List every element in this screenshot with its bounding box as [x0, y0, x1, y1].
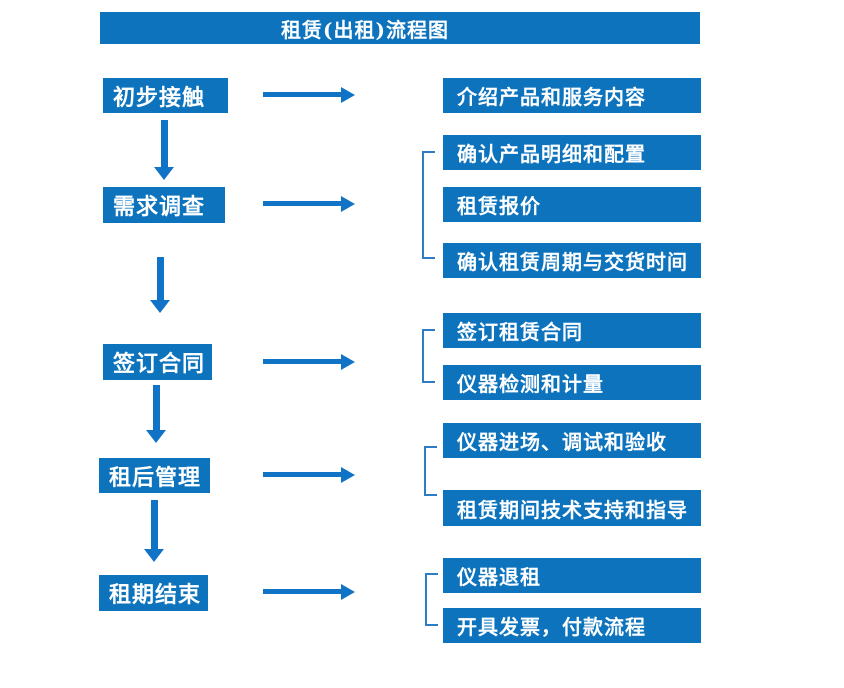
right-arrow: [263, 196, 355, 212]
stage-box-demand-survey: 需求调查: [103, 187, 225, 223]
arrow-shaft: [263, 589, 341, 594]
arrow-shaft: [161, 120, 168, 167]
arrow-head: [154, 167, 174, 180]
detail-box: 开具发票，付款流程: [443, 608, 701, 643]
down-arrow: [144, 500, 165, 562]
right-arrow: [263, 584, 355, 600]
group-bracket: [422, 151, 435, 259]
group-bracket: [424, 446, 437, 496]
arrow-head: [341, 354, 355, 370]
stage-box-post-rental-management: 租后管理: [99, 458, 210, 493]
detail-box: 签订租赁合同: [443, 313, 701, 348]
detail-box: 租赁期间技术支持和指导: [443, 490, 701, 526]
down-arrow: [154, 120, 175, 180]
arrow-shaft: [157, 257, 164, 300]
detail-box: 介绍产品和服务内容: [443, 78, 701, 113]
down-arrow: [146, 385, 167, 443]
arrow-head: [341, 87, 355, 103]
arrow-head: [150, 300, 170, 313]
arrow-head: [144, 549, 164, 562]
group-bracket: [425, 573, 438, 626]
detail-box: 仪器检测和计量: [443, 365, 701, 400]
arrow-shaft: [153, 385, 160, 430]
arrow-shaft: [263, 92, 341, 97]
stage-box-initial-contact: 初步接触: [103, 78, 228, 113]
stage-box-rental-end: 租期结束: [99, 575, 208, 611]
arrow-shaft: [263, 201, 341, 206]
arrow-head: [341, 584, 355, 600]
right-arrow: [263, 467, 355, 483]
detail-box: 确认租赁周期与交货时间: [443, 243, 701, 278]
detail-box: 仪器退租: [443, 558, 701, 593]
detail-box: 确认产品明细和配置: [443, 135, 701, 170]
arrow-shaft: [151, 500, 158, 549]
arrow-shaft: [263, 359, 341, 364]
arrow-shaft: [263, 472, 341, 477]
detail-box: 仪器进场、调试和验收: [443, 423, 701, 458]
detail-box: 租赁报价: [443, 187, 701, 222]
flowchart-title: 租赁(出租)流程图: [100, 12, 700, 44]
down-arrow: [150, 257, 171, 313]
stage-box-sign-contract: 签订合同: [103, 344, 212, 380]
arrow-head: [146, 430, 166, 443]
right-arrow: [263, 87, 355, 103]
right-arrow: [263, 354, 355, 370]
group-bracket: [422, 329, 435, 383]
arrow-head: [341, 467, 355, 483]
arrow-head: [341, 196, 355, 212]
